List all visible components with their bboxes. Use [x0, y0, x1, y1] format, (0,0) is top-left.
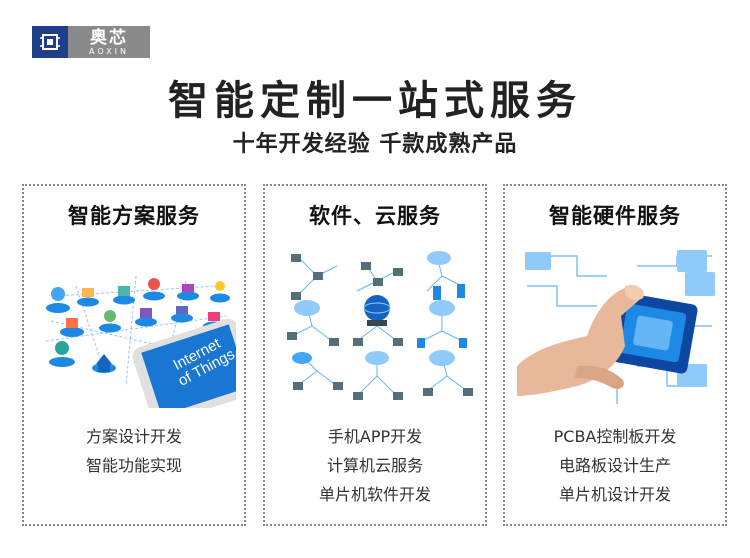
page-subtitle: 十年开发经验 千款成熟产品 [232, 132, 518, 157]
logo-name-en: AOXIN [89, 46, 129, 56]
feature-item: 方案设计开发 [85, 427, 182, 446]
feature-item: 手机APP开发 [327, 427, 423, 446]
feature-item: 单片机设计开发 [558, 485, 671, 504]
iot-network-illustration: Internet of Things [36, 246, 257, 424]
brand-logo: 奥芯 AOXIN [32, 26, 150, 58]
feature-list: 方案设计开发 智能功能实现 [24, 422, 244, 480]
card-title: 智能方案服务 [68, 204, 200, 228]
feature-item: PCBA控制板开发 [553, 427, 677, 446]
feature-item: 电路板设计生产 [558, 456, 671, 475]
chip-icon [32, 26, 68, 58]
service-card-hardware: 智能硬件服务 [503, 184, 727, 526]
logo-name-cn: 奥芯 [90, 27, 128, 48]
logo-text: 奥芯 AOXIN [68, 26, 150, 58]
service-card-solution: 智能方案服务 [22, 184, 257, 526]
card-title: 软件、云服务 [309, 204, 441, 228]
hand-chip-illustration [517, 246, 717, 408]
feature-list: PCBA控制板开发 电路板设计生产 单片机设计开发 [505, 422, 725, 509]
service-card-software-cloud: 软件、云服务 [263, 184, 487, 526]
page-title: 智能定制一站式服务 [168, 78, 582, 124]
card-title: 智能硬件服务 [549, 204, 681, 228]
feature-item: 计算机云服务 [326, 456, 423, 475]
feature-item: 智能功能实现 [85, 456, 182, 475]
cloud-network-illustration [277, 246, 477, 408]
feature-item: 单片机软件开发 [318, 485, 431, 504]
feature-list: 手机APP开发 计算机云服务 单片机软件开发 [265, 422, 485, 509]
